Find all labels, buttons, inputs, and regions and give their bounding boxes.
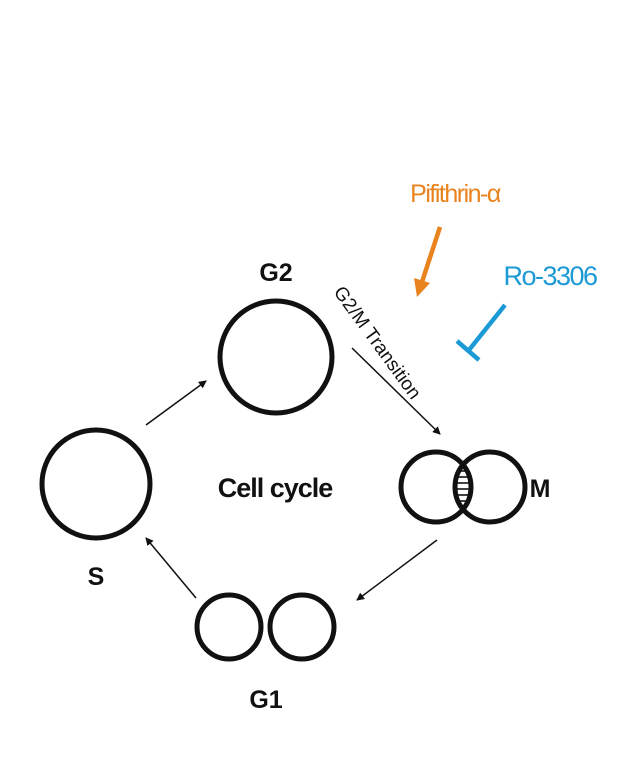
g2-cell [217,298,335,416]
s-cell [39,427,153,541]
activator-label: Pifithrin-α [410,180,501,208]
transition-label: G2/M Transition [329,283,425,404]
s-label: S [88,563,105,591]
m-cell [398,449,528,525]
g1-label: G1 [249,686,282,714]
cell-cycle-label: Cell cycle [218,473,334,503]
inhibitor-label: Ro-3306 [503,261,597,291]
arrow-g1-to-s [145,537,197,599]
arrow-s-to-g2 [145,380,207,426]
activator-arrow [414,226,443,297]
g2-label: G2 [259,259,292,287]
m-label: M [530,475,551,503]
g1-cells [194,592,337,662]
inhibitor-bar-arrow [455,303,507,362]
arrow-g2-to-m [351,347,441,435]
arrow-m-to-g1 [356,539,438,601]
